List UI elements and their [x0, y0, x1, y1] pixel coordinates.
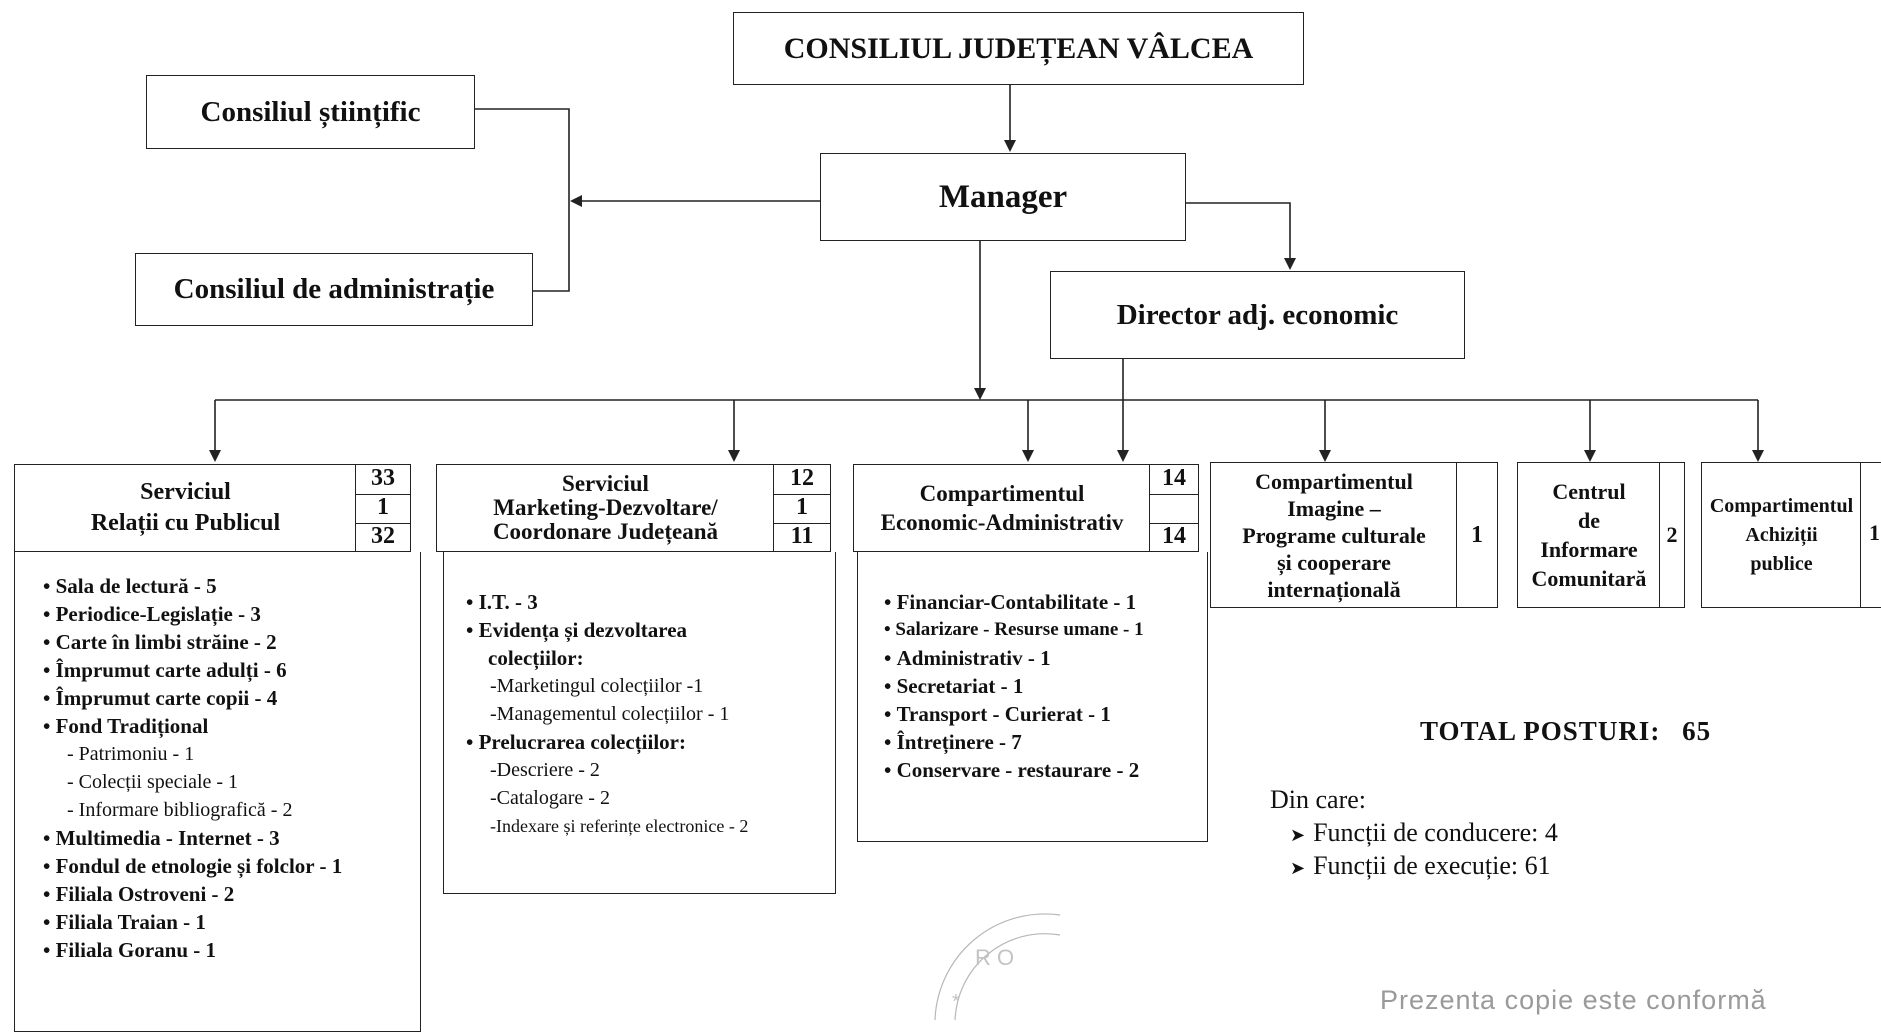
dept-achizitii-title: Compartimentul Achiziții publice [1709, 494, 1854, 575]
list-item: -Descriere - 2 [490, 759, 600, 781]
dept-relatii-numbers: 33 1 32 [355, 465, 410, 551]
dept-marketing-title: Serviciul Marketing-Dezvoltare/ Coordona… [492, 471, 719, 544]
executie-text: Funcții de execuție: 61 [1313, 851, 1551, 880]
manager-title: Manager [938, 178, 1068, 215]
list-item: Filiala Traian - 1 [43, 908, 342, 936]
list-item: - Colecții speciale - 1 [67, 771, 239, 793]
din-care-label: Din care: [1270, 785, 1367, 814]
list-item: Filiala Goranu - 1 [43, 936, 342, 964]
dept-marketing-body: I.T. - 3 Evidența și dezvoltarea colecți… [443, 552, 836, 894]
dept-relatii-conducere: 1 [377, 494, 389, 520]
dept-marketing-conducere: 1 [796, 494, 808, 520]
dept-marketing-total: 12 [790, 465, 814, 491]
council-title: CONSILIUL JUDEȚEAN VÂLCEA [783, 31, 1254, 65]
dept-imagine-total: 1 [1471, 521, 1483, 548]
dept-economic-numbers: 14 14 [1149, 465, 1198, 551]
dept-achizitii-numbers: 1 [1860, 463, 1881, 607]
dept-economic-list: Financiar-Contabilitate - 1 Salarizare -… [884, 588, 1144, 784]
list-item: I.T. - 3 [466, 588, 748, 616]
list-item: Carte în limbi străine - 2 [43, 628, 342, 656]
total-posts-label: TOTAL POSTURI: [1420, 716, 1661, 746]
administration-council-title: Consiliul de administrație [173, 273, 495, 305]
list-item: Administrativ - 1 [884, 644, 1144, 672]
dept-achizitii-total: 1 [1869, 520, 1880, 545]
arrowhead-icon: ➤ [1290, 825, 1306, 845]
list-item: -Marketingul colecțiilor -1 [490, 675, 704, 697]
dept-economic-total: 14 [1162, 465, 1186, 491]
list-item: -Indexare și referințe electronice - 2 [490, 816, 749, 836]
list-item: Transport - Curierat - 1 [884, 700, 1144, 728]
dept-centrul-total: 2 [1666, 522, 1678, 547]
svg-text:*: * [952, 991, 960, 1013]
dept-marketing-numbers: 12 1 11 [773, 465, 830, 551]
dept-centrul-numbers: 2 [1659, 463, 1684, 607]
scientific-council-box: Consiliul științific [146, 75, 475, 149]
conducere-text: Funcții de conducere: 4 [1313, 818, 1558, 847]
svg-text:R O: R O [975, 945, 1014, 970]
conducere-line: ➤ Funcții de conducere: 4 [1290, 818, 1558, 848]
list-item: Evidența și dezvoltarea [466, 616, 748, 644]
dept-imagine-title: Compartimentul Imagine – Programe cultur… [1242, 468, 1426, 602]
list-item: Financiar-Contabilitate - 1 [884, 588, 1144, 616]
dept-economic-body: Financiar-Contabilitate - 1 Salarizare -… [857, 552, 1208, 842]
deputy-director-box: Director adj. economic [1050, 271, 1465, 359]
dept-marketing-header: Serviciul Marketing-Dezvoltare/ Coordona… [436, 464, 831, 552]
scientific-council-title: Consiliul științific [200, 95, 421, 128]
council-box: CONSILIUL JUDEȚEAN VÂLCEA [733, 12, 1304, 85]
list-item: Prelucrarea colecțiilor: [466, 728, 748, 756]
dept-relatii-total: 33 [371, 465, 395, 491]
list-item: Împrumut carte copii - 4 [43, 684, 342, 712]
list-item: -Managementul colecțiilor - 1 [490, 703, 730, 725]
list-item: Filiala Ostroveni - 2 [43, 880, 342, 908]
list-item: Multimedia - Internet - 3 [43, 824, 342, 852]
dept-economic-executie: 14 [1162, 523, 1186, 549]
dept-imagine-box: Compartimentul Imagine – Programe cultur… [1210, 462, 1498, 608]
dept-centrul-title: Centrul de Informare Comunitară [1531, 479, 1647, 591]
list-item: Fond Tradițional [43, 712, 342, 740]
dept-relatii-title: Serviciul Relații cu Publicul [90, 479, 281, 536]
dept-relatii-body: Sala de lectură - 5 Periodice-Legislație… [14, 552, 421, 1032]
list-item: Conservare - restaurare - 2 [884, 756, 1144, 784]
dept-economic-header: Compartimentul Economic-Administrativ 14… [853, 464, 1199, 552]
list-item: Împrumut carte adulți - 6 [43, 656, 342, 684]
dept-marketing-list: I.T. - 3 Evidența și dezvoltarea colecți… [466, 588, 749, 840]
administration-council-box: Consiliul de administrație [135, 253, 533, 326]
list-item: Întreținere - 7 [884, 728, 1144, 756]
list-item: -Catalogare - 2 [490, 787, 610, 809]
dept-relatii-list: Sala de lectură - 5 Periodice-Legislație… [43, 572, 343, 964]
list-item: Salarizare - Resurse umane - 1 [884, 616, 1143, 644]
dept-economic-title: Compartimentul Economic-Administrativ [880, 481, 1124, 535]
dept-marketing-executie: 11 [790, 523, 814, 549]
list-item: - Patrimoniu - 1 [67, 743, 195, 765]
deputy-director-title: Director adj. economic [1116, 298, 1399, 331]
list-item: Periodice-Legislație - 3 [43, 600, 342, 628]
dept-imagine-numbers: 1 [1456, 463, 1497, 607]
stamp-text: Prezenta copie este conformă [1380, 985, 1767, 1015]
list-item: - Informare bibliografică - 2 [67, 799, 293, 821]
dept-relatii-executie: 32 [371, 523, 395, 549]
list-item: colecțiilor: [488, 646, 584, 670]
total-posts-value: 65 [1682, 716, 1712, 746]
dept-relatii-header: Serviciul Relații cu Publicul 33 1 32 [14, 464, 411, 552]
list-item: Fondul de etnologie și folclor - 1 [43, 852, 343, 880]
executie-line: ➤ Funcții de execuție: 61 [1290, 851, 1551, 881]
round-stamp-graphic: R O * [934, 913, 1061, 1020]
dept-achizitii-box: Compartimentul Achiziții publice 1 [1701, 462, 1881, 608]
connector-manager-deputy [1186, 202, 1296, 270]
list-item: Sala de lectură - 5 [43, 572, 342, 600]
manager-box: Manager [820, 153, 1186, 241]
total-posts-line: TOTAL POSTURI: 65 [1420, 716, 1711, 747]
list-item: Secretariat - 1 [884, 672, 1144, 700]
arrowhead-icon: ➤ [1290, 858, 1306, 878]
connector-scientific-council [475, 108, 570, 292]
dept-centrul-box: Centrul de Informare Comunitară 2 [1517, 462, 1685, 608]
